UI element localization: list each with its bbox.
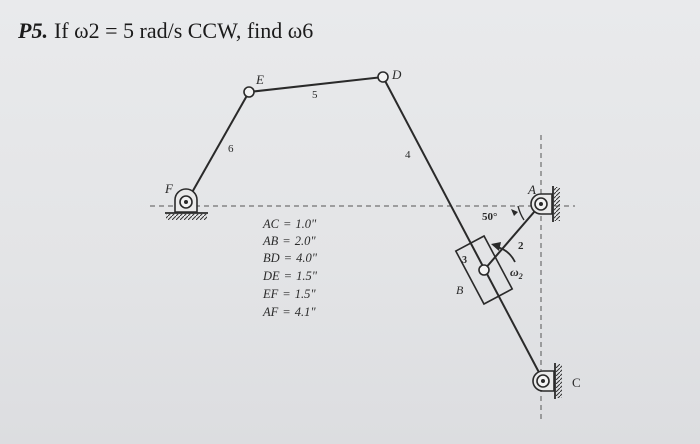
label-point-f: F	[164, 181, 174, 196]
label-link-2: 2	[518, 240, 524, 252]
problem-statement: If ω2 = 5 rad/s CCW, find ω6	[53, 18, 314, 43]
label-point-b: B	[456, 283, 464, 297]
angle-arc	[517, 205, 525, 221]
angle-arrow	[511, 209, 518, 216]
label-point-e: E	[255, 72, 264, 87]
label-point-a: A	[527, 182, 536, 197]
link-5	[248, 76, 384, 93]
label-angle-50: 50°	[482, 211, 497, 223]
label-link-5: 5	[312, 89, 318, 101]
problem-title: P5.If ω2 = 5 rad/s CCW, find ω6	[18, 18, 313, 44]
label-link-3: 3	[462, 255, 467, 266]
problem-number: P5.	[18, 18, 48, 43]
dimensions-table: AC=1.0" AB=2.0" BD=4.0" DE=1.5" EF=1.5" …	[262, 217, 318, 319]
label-link-4: 4	[405, 149, 411, 161]
label-omega2: ω2	[510, 265, 523, 281]
label-point-c: C	[572, 375, 581, 390]
slider-block-3	[454, 234, 514, 306]
ground-support-a	[530, 186, 560, 222]
link-4	[382, 76, 544, 381]
omega2-arrowhead	[491, 242, 501, 251]
pin-joint-b	[478, 264, 490, 276]
dimension-row: BD=4.0"	[263, 251, 318, 265]
link-6	[185, 91, 250, 204]
pin-joint-d	[377, 71, 389, 83]
dimension-row: AB=2.0"	[262, 234, 316, 248]
link-2-crank	[483, 203, 542, 271]
pin-joint-e	[243, 86, 255, 98]
omega2-arrow-arc	[496, 246, 516, 263]
ground-support-f	[165, 188, 208, 220]
dimension-row: AC=1.0"	[262, 217, 317, 231]
dimension-row: EF=1.5"	[262, 287, 316, 301]
dimension-row: DE=1.5"	[262, 269, 318, 283]
label-point-d: D	[391, 67, 402, 82]
label-link-6: 6	[228, 143, 234, 155]
ground-support-c	[532, 363, 562, 399]
dimension-row: AF=4.1"	[262, 305, 316, 319]
